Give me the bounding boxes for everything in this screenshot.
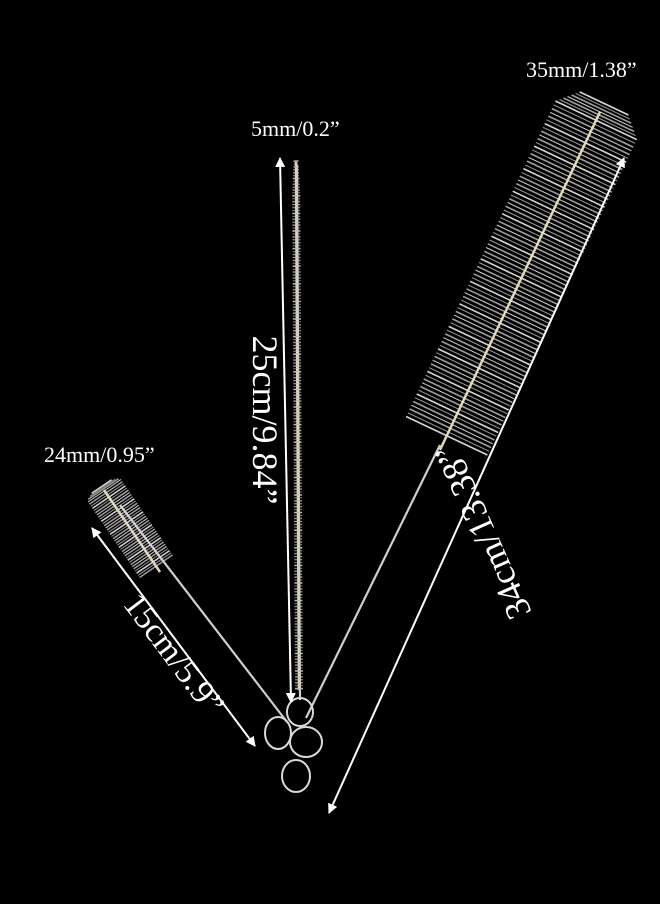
loop-extra <box>281 759 311 793</box>
small-length-label: 15cm/5.9” <box>116 587 231 723</box>
small-diameter-label: 24mm/0.95” <box>44 442 155 467</box>
loop-large <box>289 726 323 758</box>
measurement-arrows <box>91 157 625 814</box>
medium-diameter-label: 5mm/0.2” <box>251 116 340 141</box>
large-brush-stem <box>305 444 441 719</box>
loop-small <box>264 716 292 750</box>
loop-medium <box>286 697 314 727</box>
small-length-arrow <box>91 527 256 747</box>
hanging-loops <box>264 697 323 793</box>
medium-length-label: 25cm/9.84” <box>245 336 285 505</box>
large-brush-bristles <box>405 91 638 456</box>
small-brush-bristles <box>87 478 174 579</box>
large-diameter-label: 35mm/1.38” <box>526 57 637 82</box>
medium-length-arrow <box>275 157 296 703</box>
large-length-arrow <box>328 157 625 814</box>
medium-brush-bristles <box>292 160 304 691</box>
large-length-label: 34cm/13.38” <box>427 438 540 625</box>
